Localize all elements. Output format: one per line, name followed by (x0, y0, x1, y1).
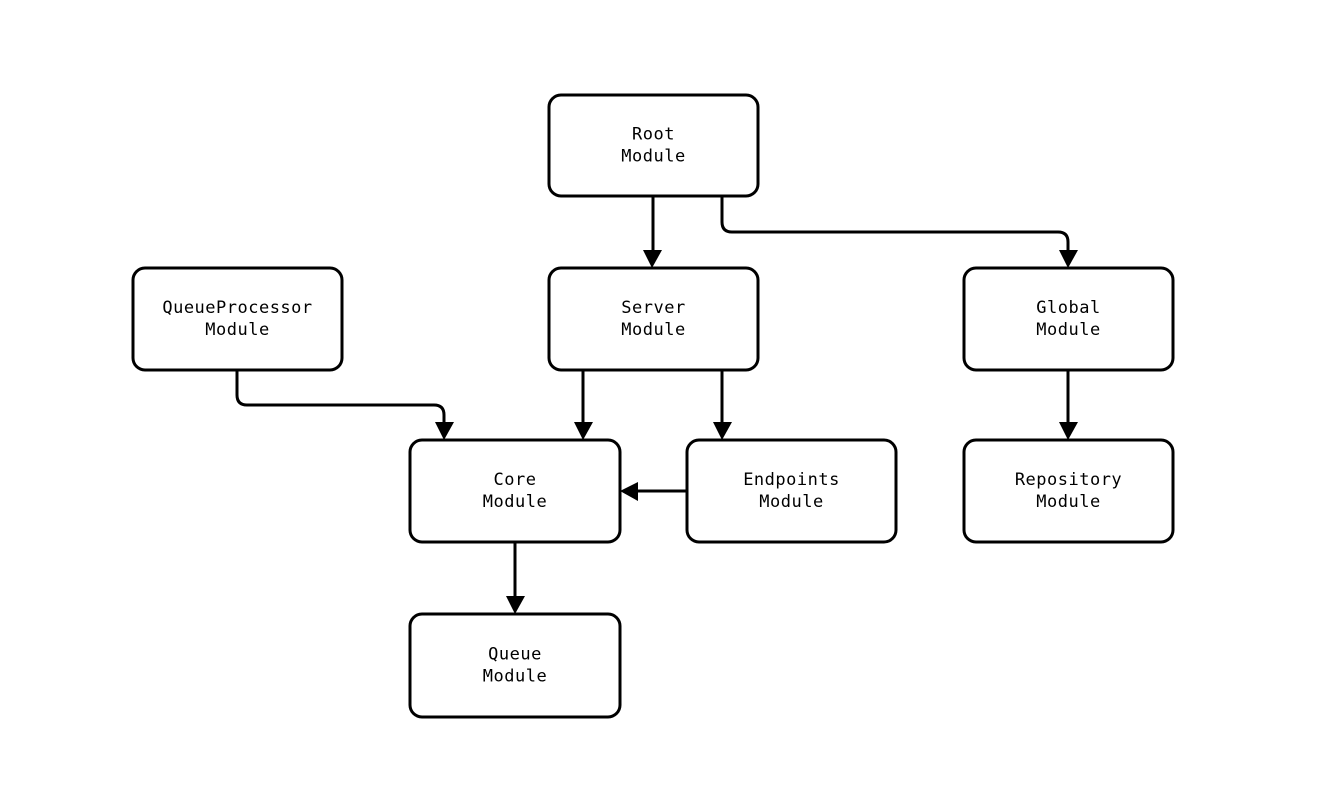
arrowhead-icon (435, 422, 454, 440)
arrowhead-icon (1059, 422, 1078, 440)
edge-root-to-global: Root Module depends on Global Module (720, 196, 1078, 268)
edge-server-to-endpoints: Server Module depends on Endpoints Modul… (713, 370, 732, 440)
edge-line (235, 370, 446, 424)
node-label-secondary: Module (621, 147, 685, 167)
node-label-primary: QueueProcessor (162, 298, 312, 318)
node-label-secondary: Module (1036, 492, 1100, 512)
node-label-primary: Core (494, 470, 537, 490)
node-label-secondary: Module (1036, 320, 1100, 340)
node-box[interactable] (131, 266, 344, 372)
node-label-primary: Queue (488, 645, 542, 665)
edge-core-to-queue: Core Module depends on Queue Module (506, 542, 525, 614)
node-label-primary: Endpoints (743, 470, 840, 490)
edge-root-to-server: Root Module depends on Server Module (643, 196, 662, 268)
node-label-secondary: Module (483, 492, 547, 512)
node-box[interactable] (962, 438, 1175, 544)
edges-layer: Root Module depends on Server Module Root… (235, 196, 1078, 614)
node-box[interactable] (408, 612, 622, 719)
node-label-secondary: Module (483, 667, 547, 687)
arrowhead-icon (713, 422, 732, 440)
arrowhead-icon (620, 482, 638, 501)
node-box[interactable] (408, 438, 622, 544)
arrowhead-icon (643, 250, 662, 268)
node-box[interactable] (547, 266, 760, 372)
node-box[interactable] (962, 266, 1175, 372)
edge-endpoints-to-core: Endpoints Module depends on Core Module (620, 482, 687, 501)
node-label-secondary: Module (621, 320, 685, 340)
node-label-primary: Server (621, 298, 685, 318)
node-label-secondary: Module (205, 320, 269, 340)
edge-server-to-core: Server Module depends on Core Module (574, 370, 593, 440)
node-box[interactable] (547, 93, 760, 198)
node-label-primary: Repository (1015, 470, 1122, 490)
arrowhead-icon (574, 422, 593, 440)
edge-queueprocessor-to-core: QueueProcessor Module depends on Core Mo… (235, 370, 454, 440)
arrowhead-icon (506, 596, 525, 614)
nodes-layer: RootModuleQueueProcessorModuleServerModu… (131, 93, 1175, 719)
node-label-secondary: Module (759, 492, 823, 512)
edge-line (720, 196, 1070, 252)
edge-global-to-repository: Global Module depends on Repository Modu… (1059, 370, 1078, 440)
node-label-primary: Global (1036, 298, 1100, 318)
arrowhead-icon (1059, 250, 1078, 268)
node-box[interactable] (685, 438, 898, 544)
node-label-primary: Root (632, 125, 675, 145)
